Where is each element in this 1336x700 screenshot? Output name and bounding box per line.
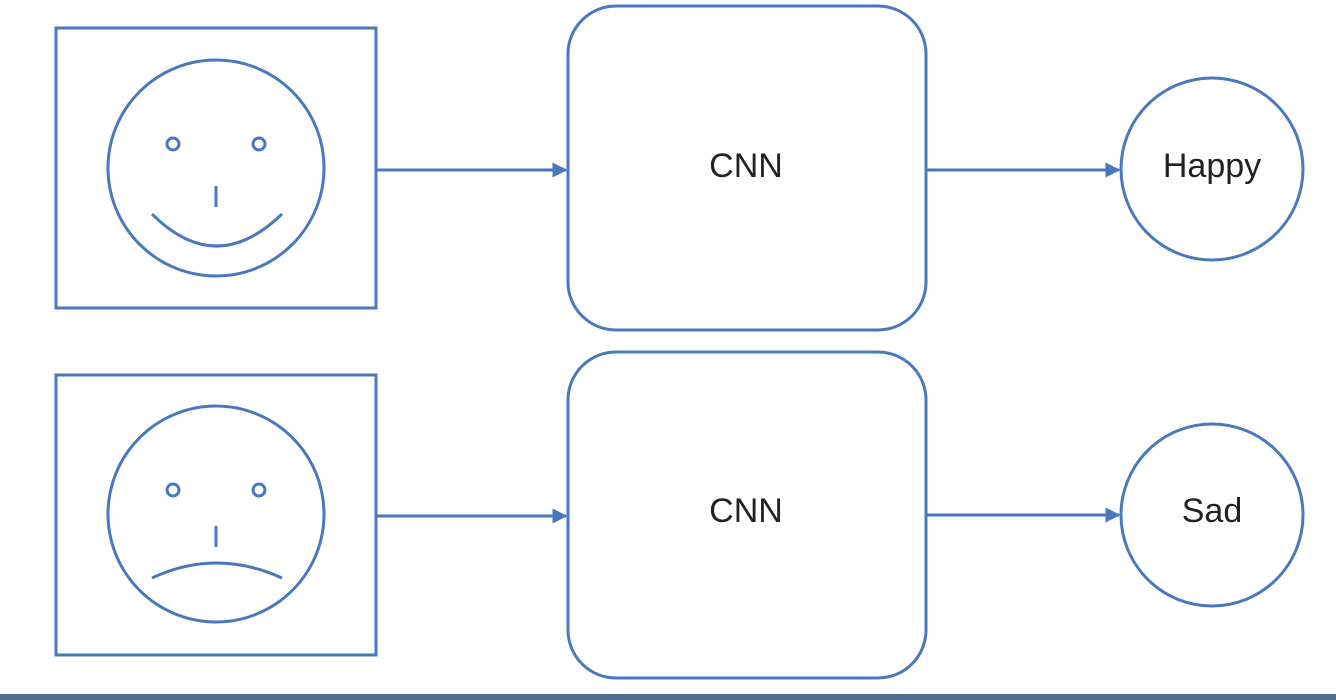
- output-label: Happy: [1163, 147, 1261, 185]
- output-node: [1119, 76, 1305, 262]
- output-label: Sad: [1182, 492, 1243, 530]
- row-sad: CNN Sad: [54, 350, 1305, 680]
- input-image-frame: [54, 26, 378, 310]
- row-happy: CNN Happy: [54, 4, 1305, 332]
- sad-face-icon: [106, 404, 326, 624]
- cnn-label: CNN: [709, 147, 783, 185]
- input-image-frame: [54, 373, 378, 657]
- happy-face-icon: [106, 58, 326, 278]
- cnn-label: CNN: [709, 492, 783, 530]
- output-node: [1119, 422, 1305, 608]
- cnn-block: [566, 4, 928, 332]
- bottom-divider-bar: [0, 694, 1336, 700]
